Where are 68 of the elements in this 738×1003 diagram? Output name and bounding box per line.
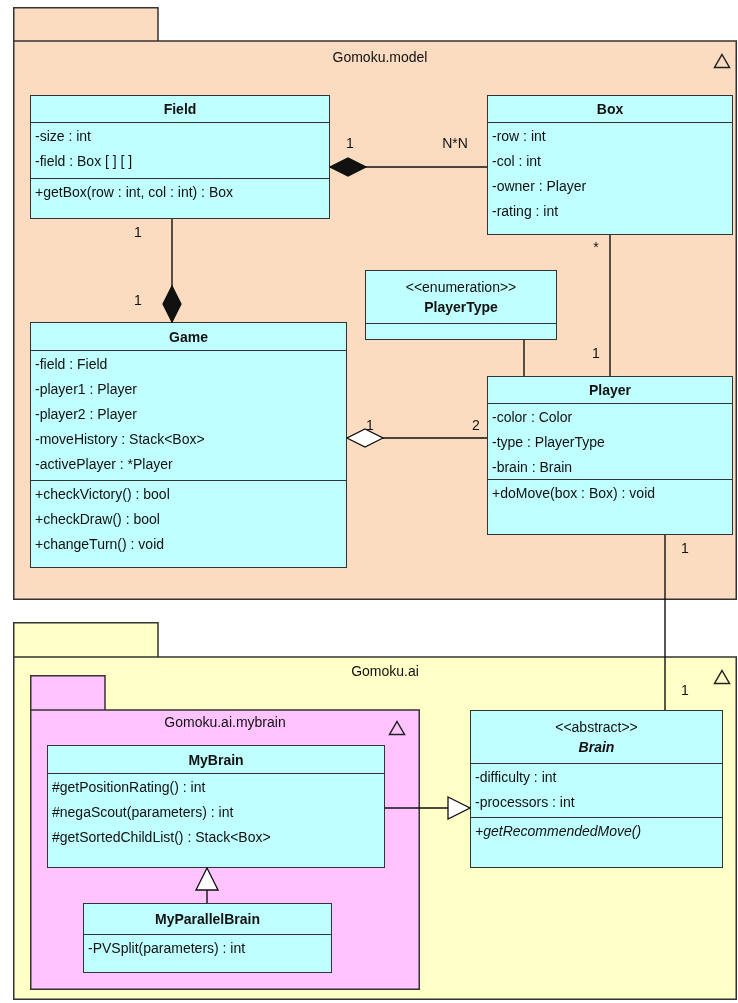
multiplicity-label: 1 (681, 540, 689, 556)
class-name: MyParallelBrain (154, 910, 261, 929)
package-frame (13, 622, 737, 1000)
method-text: #negaScout(parameters) : int (52, 803, 235, 822)
class-name: Brain (578, 738, 615, 757)
package-name: Gomoku.ai (351, 663, 419, 679)
stereotype-label: <<abstract>> (555, 718, 638, 737)
attribute-text: -field : Field (35, 355, 109, 374)
class-name: Field (163, 100, 197, 119)
class-name: MyBrain (188, 750, 244, 770)
attribute-text: -color : Color (492, 408, 574, 427)
class-box (487, 95, 733, 235)
multiplicity-label: 1 (134, 224, 142, 240)
attribute-text: -row : int (492, 127, 547, 146)
multiplicity-label: 1 (681, 682, 689, 698)
attribute-text: -col : int (492, 152, 542, 171)
class-box (47, 745, 385, 868)
attribute-text: -activePlayer : *Player (35, 455, 174, 474)
attribute-text: -brain : Brain (492, 458, 574, 477)
multiplicity-label: * (593, 239, 599, 255)
method-text: +checkVictory() : bool (35, 485, 171, 504)
package-name: Gomoku.ai.mybrain (164, 714, 286, 730)
class-box (30, 322, 347, 568)
multiplicity-label: 1 (592, 345, 600, 361)
method-text: +checkDraw() : bool (35, 510, 161, 529)
class-box (30, 95, 330, 219)
aggregation-connector (346, 428, 488, 448)
generalization-arrow (195, 867, 219, 904)
class-name: Game (169, 327, 208, 347)
package-frame (30, 675, 420, 990)
composition-connector (329, 157, 488, 177)
generalization-arrow (384, 796, 471, 820)
multiplicity-label: 1 (366, 417, 374, 433)
multiplicity-label: 1 (134, 292, 142, 308)
attribute-text: -size : int (35, 127, 92, 146)
multiplicity-label: 1 (346, 135, 354, 151)
attribute-text: -rating : int (492, 202, 560, 221)
package-frame (13, 7, 737, 600)
attribute-text: -processors : int (475, 793, 576, 812)
stereotype-label: <<enumeration>> (405, 278, 517, 297)
composition-connector (162, 218, 182, 323)
class-name: PlayerType (424, 298, 498, 317)
method-text: -PVSplit(parameters) : int (88, 939, 247, 958)
method-text: +getRecommendedMove() (475, 822, 643, 841)
method-text: #getPositionRating() : int (52, 778, 207, 797)
class-name: Player (588, 381, 631, 400)
association-line (664, 534, 666, 711)
multiplicity-label: N*N (442, 135, 468, 151)
attribute-text: -difficulty : int (475, 768, 558, 787)
attribute-text: -field : Box [ ] [ ] (35, 152, 134, 171)
method-text: +changeTurn() : void (35, 535, 166, 554)
class-name: Box (596, 100, 624, 119)
attribute-text: -type : PlayerType (492, 433, 606, 452)
association-line (523, 339, 525, 377)
attribute-text: -player1 : Player (35, 380, 138, 399)
class-box (365, 270, 557, 340)
method-text: #getSortedChildList() : Stack<Box> (52, 828, 272, 847)
method-text: +getBox(row : int, col : int) : Box (35, 183, 235, 202)
class-box (470, 710, 723, 868)
class-box (83, 903, 332, 973)
class-box (487, 376, 733, 535)
attribute-text: -owner : Player (492, 177, 588, 196)
association-line (609, 234, 611, 377)
method-text: +doMove(box : Box) : void (492, 484, 657, 503)
attribute-text: -player2 : Player (35, 405, 138, 424)
attribute-text: -moveHistory : Stack<Box> (35, 430, 206, 449)
multiplicity-label: 2 (472, 417, 480, 433)
package-name: Gomoku.model (332, 49, 428, 65)
